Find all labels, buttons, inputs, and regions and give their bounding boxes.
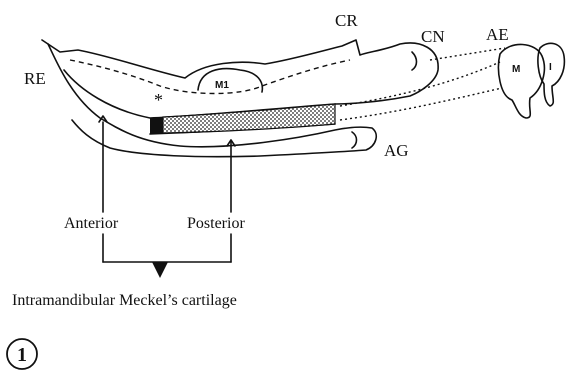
panel-number: 1 xyxy=(17,344,27,366)
label-posterior: Posterior xyxy=(187,215,245,232)
bracket-pointer xyxy=(152,262,168,278)
meckel-extension-mid xyxy=(430,48,505,60)
mandible-lower-outline xyxy=(48,44,376,157)
label-ae: AE xyxy=(486,25,509,44)
mandible-upper-outline xyxy=(42,40,438,104)
label-m1: M1 xyxy=(215,80,229,91)
angular-process-detail xyxy=(352,132,357,148)
label-ag: AG xyxy=(384,141,409,160)
asterisk-mark: * xyxy=(154,90,163,110)
meckel-extension-upper xyxy=(340,62,500,106)
label-cr: CR xyxy=(335,11,358,30)
condyle-detail xyxy=(412,52,417,70)
incus-outline xyxy=(538,43,564,106)
meckel-anterior-segment xyxy=(150,117,163,134)
meckel-extension-lower xyxy=(340,88,502,120)
meckel-posterior-segment xyxy=(163,104,335,133)
label-m: M xyxy=(512,64,520,75)
label-i: I xyxy=(549,62,552,73)
label-anterior: Anterior xyxy=(64,215,119,232)
label-re: RE xyxy=(24,69,46,88)
tooth-row-dash xyxy=(70,60,350,94)
caption: Intramandibular Meckel’s cartilage xyxy=(12,292,237,309)
label-cn: CN xyxy=(421,27,445,46)
m1-tooth xyxy=(198,69,262,92)
